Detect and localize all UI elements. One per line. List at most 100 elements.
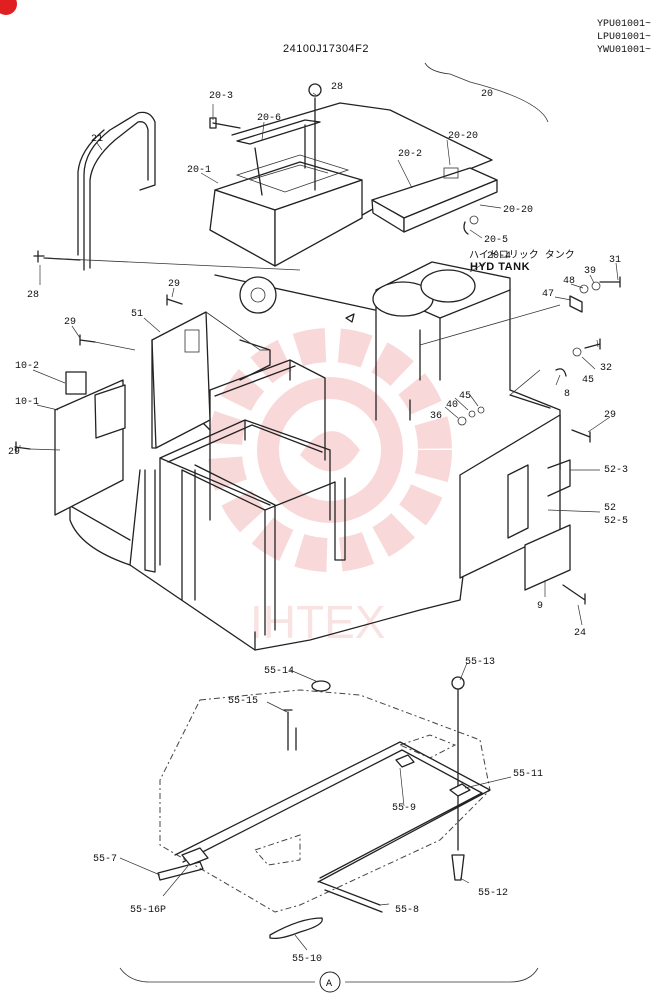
floor-plate-inner <box>254 734 457 866</box>
label-20-6: 20-6 <box>257 113 281 124</box>
label-45-right: 45 <box>582 375 594 386</box>
label-29-right: 29 <box>604 410 616 421</box>
bolt-28-left <box>33 250 81 263</box>
label-51: 51 <box>131 309 143 320</box>
label-55-8: 55-8 <box>395 905 419 916</box>
label-40: 40 <box>446 400 458 411</box>
leader-lines <box>19 92 619 951</box>
label-20-2: 20-2 <box>398 149 422 160</box>
seal-16p <box>181 847 209 866</box>
label-52: 52 <box>604 503 616 514</box>
label-55-9: 55-9 <box>392 803 416 814</box>
nut-55-11 <box>449 783 471 797</box>
battery-box <box>209 154 363 267</box>
label-48: 48 <box>563 276 575 287</box>
label-28-top: 28 <box>331 82 343 93</box>
washer-39 <box>591 281 601 291</box>
label-52-3: 52-3 <box>604 465 628 476</box>
label-32: 32 <box>600 363 612 374</box>
label-29-low: 29 <box>8 447 20 458</box>
label-20-20-top: 20-20 <box>448 131 478 142</box>
label-39: 39 <box>584 266 596 277</box>
seal-strip-7 <box>157 861 204 881</box>
cover-plate <box>371 167 498 233</box>
label-47: 47 <box>542 289 554 300</box>
tank-note-jp: ハイドロリック タンク <box>469 249 575 262</box>
label-45-mid: 45 <box>459 391 471 402</box>
floor-plate <box>159 689 491 913</box>
label-55-10: 55-10 <box>292 954 322 965</box>
label-55-13: 55-13 <box>465 657 495 668</box>
group-20-bracket <box>424 62 549 123</box>
battery-clamp <box>236 119 321 196</box>
bolt-29-left <box>79 334 96 346</box>
watermark-text: IHTEX <box>250 596 385 648</box>
hydraulic-tank <box>372 261 561 470</box>
handrail-tube <box>77 129 105 256</box>
bolt-24 <box>562 584 586 605</box>
cap-55-13 <box>451 676 465 690</box>
washer-20-20 <box>469 215 479 225</box>
label-55-12: 55-12 <box>478 888 508 899</box>
section-a-circle <box>319 971 341 993</box>
label-55-11: 55-11 <box>513 769 543 780</box>
handrail <box>83 111 156 271</box>
tank-link <box>419 304 561 396</box>
label-21: 21 <box>91 134 103 145</box>
section-a-label: A <box>326 979 332 990</box>
label-55-16p: 55-16P <box>130 905 166 916</box>
corner-mark-icon <box>0 0 17 15</box>
lock-20-5 <box>463 221 469 235</box>
label-28-left: 28 <box>27 290 39 301</box>
serial-1: YPU01001~ <box>597 19 651 30</box>
plate-10-2 <box>65 371 87 395</box>
guard-frame <box>144 359 346 636</box>
washer-40 <box>468 410 476 418</box>
section-a-bracket <box>119 967 539 983</box>
bolt-29-right <box>571 429 591 443</box>
tank-note-en: HYD TANK <box>470 261 530 273</box>
label-9: 9 <box>537 601 543 612</box>
seal-frame <box>174 741 491 883</box>
label-55-14: 55-14 <box>264 666 294 677</box>
bolt-29-low <box>14 441 31 453</box>
bracket-47 <box>569 295 583 313</box>
seal-strip-10 <box>269 917 323 940</box>
washer-48 <box>579 284 589 294</box>
bolt-29-top <box>166 294 183 306</box>
label-55-7: 55-7 <box>93 854 117 865</box>
label-20-1: 20-1 <box>187 165 211 176</box>
label-55-15: 55-15 <box>228 696 258 707</box>
grommet-55-14 <box>311 680 331 692</box>
label-20-20-right: 20-20 <box>503 205 533 216</box>
label-29-top: 29 <box>168 279 180 290</box>
label-36: 36 <box>430 411 442 422</box>
fix-line <box>43 257 301 271</box>
link-line <box>29 311 270 451</box>
panel-51 <box>151 311 211 449</box>
washer-36 <box>457 416 467 426</box>
chassis-floor <box>69 469 466 651</box>
label-24: 24 <box>574 628 586 639</box>
mount-hole <box>250 287 266 303</box>
label-8: 8 <box>564 389 570 400</box>
label-20-5: 20-5 <box>484 235 508 246</box>
mount-boss <box>239 276 277 314</box>
label-20-4: 20-4 <box>487 251 511 262</box>
clip-small <box>345 313 355 323</box>
washer-45-top <box>572 347 582 357</box>
seal-strip-8 <box>319 881 383 913</box>
drawing-number: 24100J17304F2 <box>283 43 369 55</box>
serial-2: LPU01001~ <box>597 32 651 43</box>
label-52-5: 52-5 <box>604 516 628 527</box>
serial-3: YWU01001~ <box>597 45 651 56</box>
label-31: 31 <box>609 255 621 266</box>
bolt-31 <box>599 276 621 288</box>
label-29-left: 29 <box>64 317 76 328</box>
panel-10-1 <box>54 371 126 516</box>
pin-55-15 <box>283 709 297 751</box>
label-20: 20 <box>481 89 493 100</box>
clip-8 <box>555 368 567 377</box>
panel-52 <box>459 414 571 591</box>
nut-28 <box>308 83 322 97</box>
